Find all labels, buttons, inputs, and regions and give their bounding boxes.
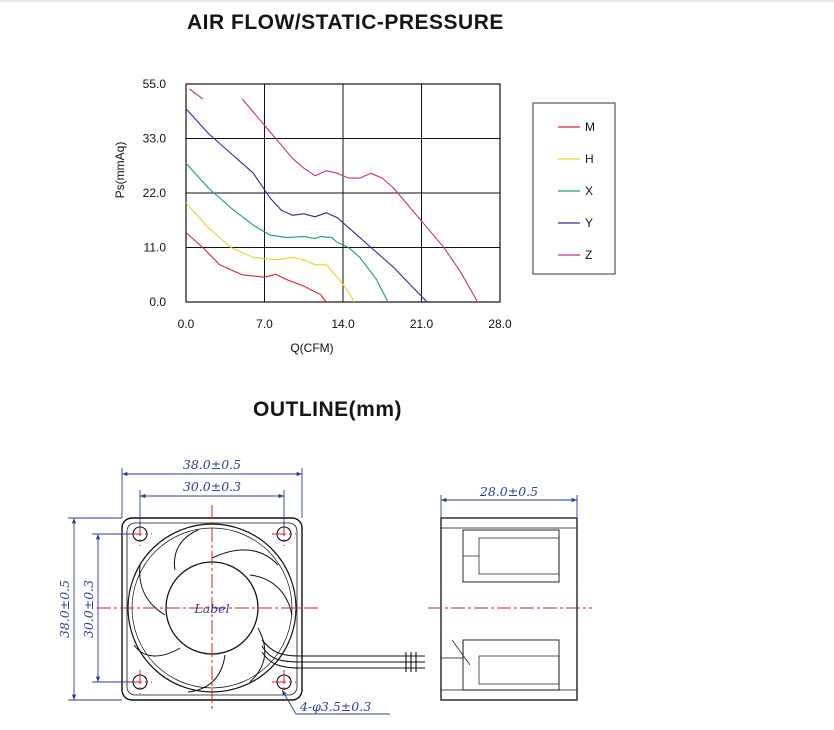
y-tick-label: 22.0	[143, 186, 167, 200]
series-line-m	[185, 232, 327, 303]
outline-title: OUTLINE(mm)	[253, 398, 402, 421]
series-line-x	[185, 162, 389, 303]
y-axis-label: Ps(mmAq)	[113, 142, 127, 199]
fan-cable	[261, 639, 425, 672]
top-border	[0, 0, 834, 2]
front-dimensions	[68, 468, 390, 715]
chart-legend: M H X Y Z	[532, 102, 616, 275]
chart-series	[185, 88, 479, 303]
airflow-title: AIR FLOW/STATIC-PRESSURE	[187, 11, 504, 34]
hole-callout: 4-φ3.5±0.3	[299, 699, 371, 714]
side-frame	[440, 517, 578, 701]
dim-depth: 28.0±0.5	[479, 484, 538, 499]
y-tick-label: 11.0	[144, 241, 167, 255]
series-line-z	[189, 88, 204, 100]
legend-label-y: Y	[585, 216, 593, 230]
fan-front-view: Label	[97, 505, 425, 712]
series-line-z	[241, 98, 479, 303]
x-axis-label: Q(CFM)	[290, 341, 333, 355]
y-tick-label: 33.0	[143, 132, 167, 146]
legend-label-x: X	[585, 184, 593, 198]
y-tick-label: 55.0	[143, 77, 167, 91]
dim-width-hole: 30.0±0.3	[183, 479, 241, 494]
chart-ticks: 0.0 7.0 14.0 21.0 28.0 0.0 11.0 22.0 33.0 55.0	[143, 77, 512, 331]
y-tick-label: 0.0	[149, 295, 166, 309]
chart-grid	[185, 83, 501, 303]
dim-height-outer: 38.0±0.5	[57, 580, 72, 638]
legend-label-z: Z	[585, 248, 592, 262]
dim-width-outer: 38.0±0.5	[183, 457, 241, 472]
x-tick-label: 28.0	[488, 317, 512, 331]
x-tick-label: 14.0	[331, 317, 355, 331]
series-line-h	[185, 202, 355, 303]
fan-side-view	[440, 517, 578, 701]
side-dimensions	[440, 495, 578, 518]
series-line-y	[185, 108, 428, 303]
x-tick-label: 0.0	[178, 317, 195, 331]
legend-label-h: H	[585, 152, 594, 166]
hub-label: Label	[193, 601, 229, 616]
fan-blades	[133, 529, 293, 693]
dim-height-hole: 30.0±0.3	[81, 580, 96, 638]
x-tick-label: 21.0	[410, 317, 434, 331]
legend-label-m: M	[585, 120, 595, 134]
x-tick-label: 7.0	[256, 317, 273, 331]
legend-frame	[532, 102, 616, 275]
airflow-chart: 0.0 7.0 14.0 21.0 28.0 0.0 11.0 22.0 33.0 55.0 Q(…	[113, 77, 616, 355]
